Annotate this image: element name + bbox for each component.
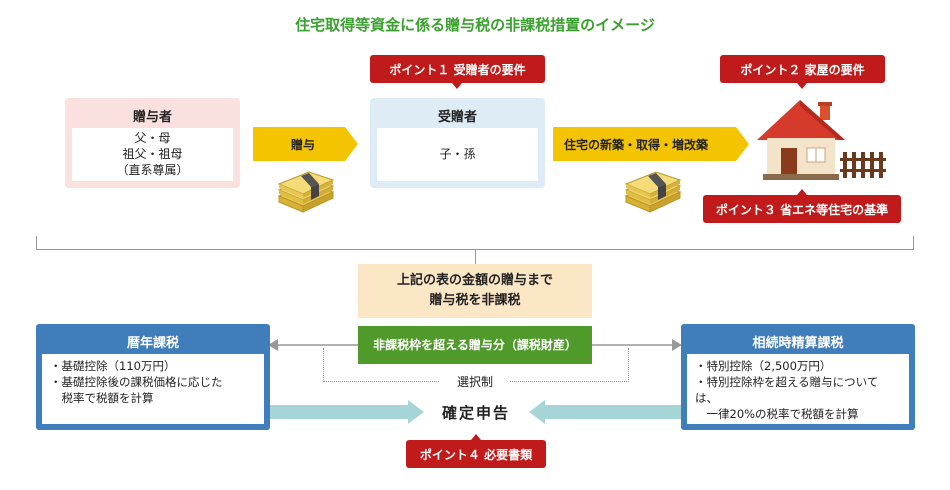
house-arrow-head [736,127,749,161]
bracket-center [475,250,476,264]
giver-body: 父・母 祖父・祖母 （直系尊属） [72,128,233,181]
choice-label: 選択制 [440,373,510,391]
money-bundle-icon [624,171,682,213]
giver-line-3: （直系尊属） [116,163,189,177]
house-icon [757,100,886,180]
point3-label: ポイント３ 省エネ等住宅の基準 [715,202,889,217]
settlement-item-1: ・特別控除（2,500万円） [695,359,832,373]
point1-badge: ポイント１ 受贈者の要件 [370,55,545,89]
annual-to-filing-arrow [270,405,410,419]
non-taxable-line-1: 上記の表の金額の贈与まで [396,273,553,288]
giver-line-2: 祖父・祖母 [122,147,183,161]
non-taxable-box: 上記の表の金額の贈与まで 贈与税を非課税 [358,264,592,318]
point4-tail [471,434,481,440]
settlement-item-3: 一律20%の税率で税額を計算 [695,407,859,421]
tax-filing-label: 確定申告 [441,404,510,422]
point4-badge: ポイント４ 必要書類 [406,434,546,468]
diagram-title: 住宅取得等資金に係る贈与税の非課税措置のイメージ [295,16,655,34]
bracket-left [36,236,37,250]
settlement-tax-heading: 相続時精算課税 [752,336,844,351]
annual-tax-body: ・基礎控除（110万円） ・基礎控除後の課税価格に応じた 税率で税額を計算 [42,354,264,424]
house-arrow: 住宅の新築・取得・増改築 [553,127,749,161]
point2-label: ポイント２ 家屋の要件 [740,62,865,77]
bracket-right [913,236,914,250]
left-arrow-icon [268,339,358,351]
annual-to-filing-arrowhead [408,400,424,424]
gift-arrow-label: 贈与 [291,137,316,152]
settlement-to-filing-arrowhead [529,400,545,424]
excess-gift-box: 非課税枠を超える贈与分（課税財産） [358,326,592,364]
house-arrow-label: 住宅の新築・取得・増改築 [564,137,709,152]
non-taxable-line-2: 贈与税を非課税 [429,293,521,308]
settlement-tax-body: ・特別控除（2,500万円） ・特別控除枠を超える贈与については、 一律20%の… [687,354,909,424]
annual-tax-panel: 暦年課税 ・基礎控除（110万円） ・基礎控除後の課税価格に応じた 税率で税額を… [36,324,270,430]
annual-item-1: ・基礎控除（110万円） [50,359,176,373]
receiver-heading: 受贈者 [437,110,477,125]
annual-tax-heading: 暦年課税 [126,336,179,351]
giver-line-1: 父・母 [134,131,171,145]
settlement-item-2: ・特別控除枠を超える贈与については、 [695,375,879,405]
receiver-body: 子・孫 [377,128,538,181]
point3-tail [797,189,807,195]
point1-label: ポイント１ 受贈者の要件 [389,62,526,77]
point2-tail [797,83,807,89]
giver-box: 贈与者 父・母 祖父・祖母 （直系尊属） [65,98,240,188]
point4-label: ポイント４ 必要書類 [419,447,533,462]
settlement-tax-panel: 相続時精算課税 ・特別控除（2,500万円） ・特別控除枠を超える贈与については… [681,324,915,430]
bracket-line [36,249,914,250]
gift-arrow-head [345,127,358,161]
annual-item-3: 税率で税額を計算 [50,391,154,405]
money-bundle-icon [277,171,335,213]
giver-heading: 贈与者 [132,110,172,125]
point3-badge: ポイント３ 省エネ等住宅の基準 [703,189,901,223]
receiver-box: 受贈者 子・孫 [370,98,545,188]
annual-item-2: ・基礎控除後の課税価格に応じた [50,375,223,389]
settlement-to-filing-arrow [543,405,681,419]
right-arrow-icon [592,339,682,351]
point1-tail [452,83,462,89]
gift-arrow: 贈与 [253,127,358,161]
point2-badge: ポイント２ 家屋の要件 [720,55,885,89]
